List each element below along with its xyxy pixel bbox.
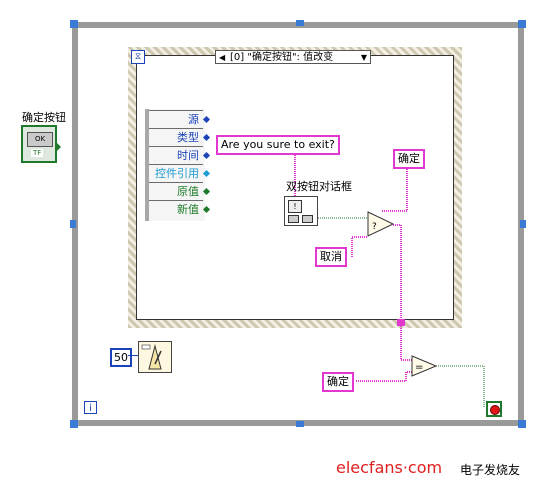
svg-text:=: = — [415, 362, 423, 373]
event-data-item[interactable]: 原值 — [149, 182, 211, 200]
loop-edge-handle[interactable] — [296, 421, 304, 427]
terminal-output-arrow-icon — [57, 143, 61, 151]
string-wire — [356, 371, 412, 382]
watermark-brand-text: elecfans·com — [336, 458, 443, 477]
ok-string-constant[interactable]: 确定 — [393, 149, 425, 169]
cancel-string-constant[interactable]: 取消 — [315, 247, 347, 267]
boolean-wire — [436, 365, 485, 408]
hourglass-icon: ⧖ — [131, 50, 145, 64]
dropdown-arrow-icon[interactable]: ▼ — [360, 53, 367, 62]
ok-button-icon: OK — [27, 132, 53, 147]
equal-function-icon — [411, 355, 438, 377]
select-function-icon — [367, 211, 395, 237]
loop-edge-handle[interactable] — [296, 20, 304, 26]
boolean-type-badge: TF — [31, 149, 44, 157]
decrement-arrow-icon[interactable]: ◀ — [219, 53, 226, 62]
event-data-item[interactable]: 新值 — [149, 200, 211, 218]
loop-corner-handle[interactable] — [518, 20, 526, 28]
event-data-item-label: 类型 — [177, 131, 199, 144]
event-data-node[interactable]: 源类型时间控件引用原值新值 — [145, 109, 211, 221]
event-case-label: [0] "确定按钮": 值改变 — [230, 52, 334, 63]
dialog-label: 双按钮对话框 — [286, 180, 352, 193]
event-data-item-label: 原值 — [177, 185, 199, 198]
iteration-terminal: i — [84, 401, 97, 414]
event-data-item[interactable]: 类型 — [149, 128, 211, 146]
event-data-item-label: 源 — [188, 113, 199, 126]
loop-corner-handle[interactable] — [70, 420, 78, 428]
loop-corner-handle[interactable] — [518, 420, 526, 428]
string-wire — [351, 236, 367, 257]
two-button-dialog-icon[interactable]: ! — [284, 196, 318, 226]
wait-ms-constant[interactable]: 50 — [110, 348, 132, 367]
svg-text:?: ? — [372, 222, 377, 232]
loop-edge-handle[interactable] — [520, 220, 526, 228]
event-data-item[interactable]: 时间 — [149, 146, 211, 164]
message-string-constant[interactable]: Are you sure to exit? — [216, 135, 340, 155]
loop-edge-handle[interactable] — [70, 220, 76, 228]
event-data-item-label: 新值 — [177, 203, 199, 216]
string-wire — [382, 167, 408, 212]
loop-corner-handle[interactable] — [70, 20, 78, 28]
ok-button-control-terminal[interactable]: OK TF — [21, 125, 57, 163]
event-data-item[interactable]: 源 — [149, 110, 211, 128]
string-wire — [400, 326, 412, 361]
ok-button-control-label: 确定按钮 — [22, 111, 66, 124]
ok-compare-string-constant[interactable]: 确定 — [322, 372, 354, 392]
loop-stop-terminal[interactable] — [486, 401, 502, 417]
event-data-item-label: 控件引用 — [155, 167, 199, 180]
event-data-item[interactable]: 控件引用 — [149, 164, 211, 182]
string-wire — [393, 224, 402, 322]
event-case-selector[interactable]: ◀ [0] "确定按钮": 值改变 ▼ — [215, 50, 371, 64]
stop-icon — [490, 405, 500, 415]
output-tunnel — [397, 319, 405, 326]
numeric-wire — [128, 355, 138, 356]
wait-ms-metronome-icon[interactable] — [138, 341, 172, 373]
watermark-brand-cn: 电子发烧友 — [460, 463, 521, 477]
event-data-item-label: 时间 — [177, 149, 199, 162]
